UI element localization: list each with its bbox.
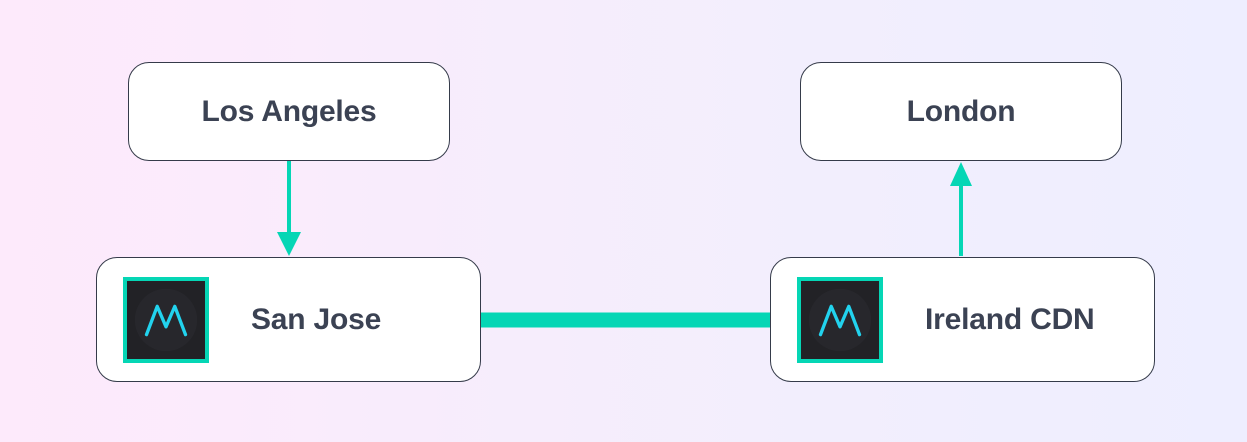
- edge-la-to-san-jose: [277, 161, 301, 256]
- mesh-logo-circle: [808, 288, 872, 351]
- node-ireland-cdn-label: Ireland CDN: [925, 302, 1095, 336]
- mesh-logo-mark: [144, 304, 188, 336]
- node-los-angeles[interactable]: Los Angeles: [128, 62, 450, 161]
- edge-ireland-cdn-to-london-arrowhead: [950, 162, 972, 186]
- edge-ireland-cdn-to-london: [950, 162, 972, 256]
- mesh-logo-mark: [818, 304, 862, 336]
- mesh-logo-circle: [134, 288, 198, 351]
- mesh-logo-icon: [797, 276, 883, 363]
- node-los-angeles-label: Los Angeles: [201, 94, 377, 128]
- mesh-logo-icon: [123, 276, 209, 363]
- node-san-jose-label: San Jose: [251, 302, 382, 336]
- node-london-label: London: [906, 94, 1016, 128]
- node-san-jose[interactable]: San Jose: [96, 257, 481, 382]
- node-london[interactable]: London: [800, 62, 1122, 161]
- node-ireland-cdn[interactable]: Ireland CDN: [770, 257, 1155, 382]
- edge-la-to-san-jose-arrowhead: [277, 232, 301, 256]
